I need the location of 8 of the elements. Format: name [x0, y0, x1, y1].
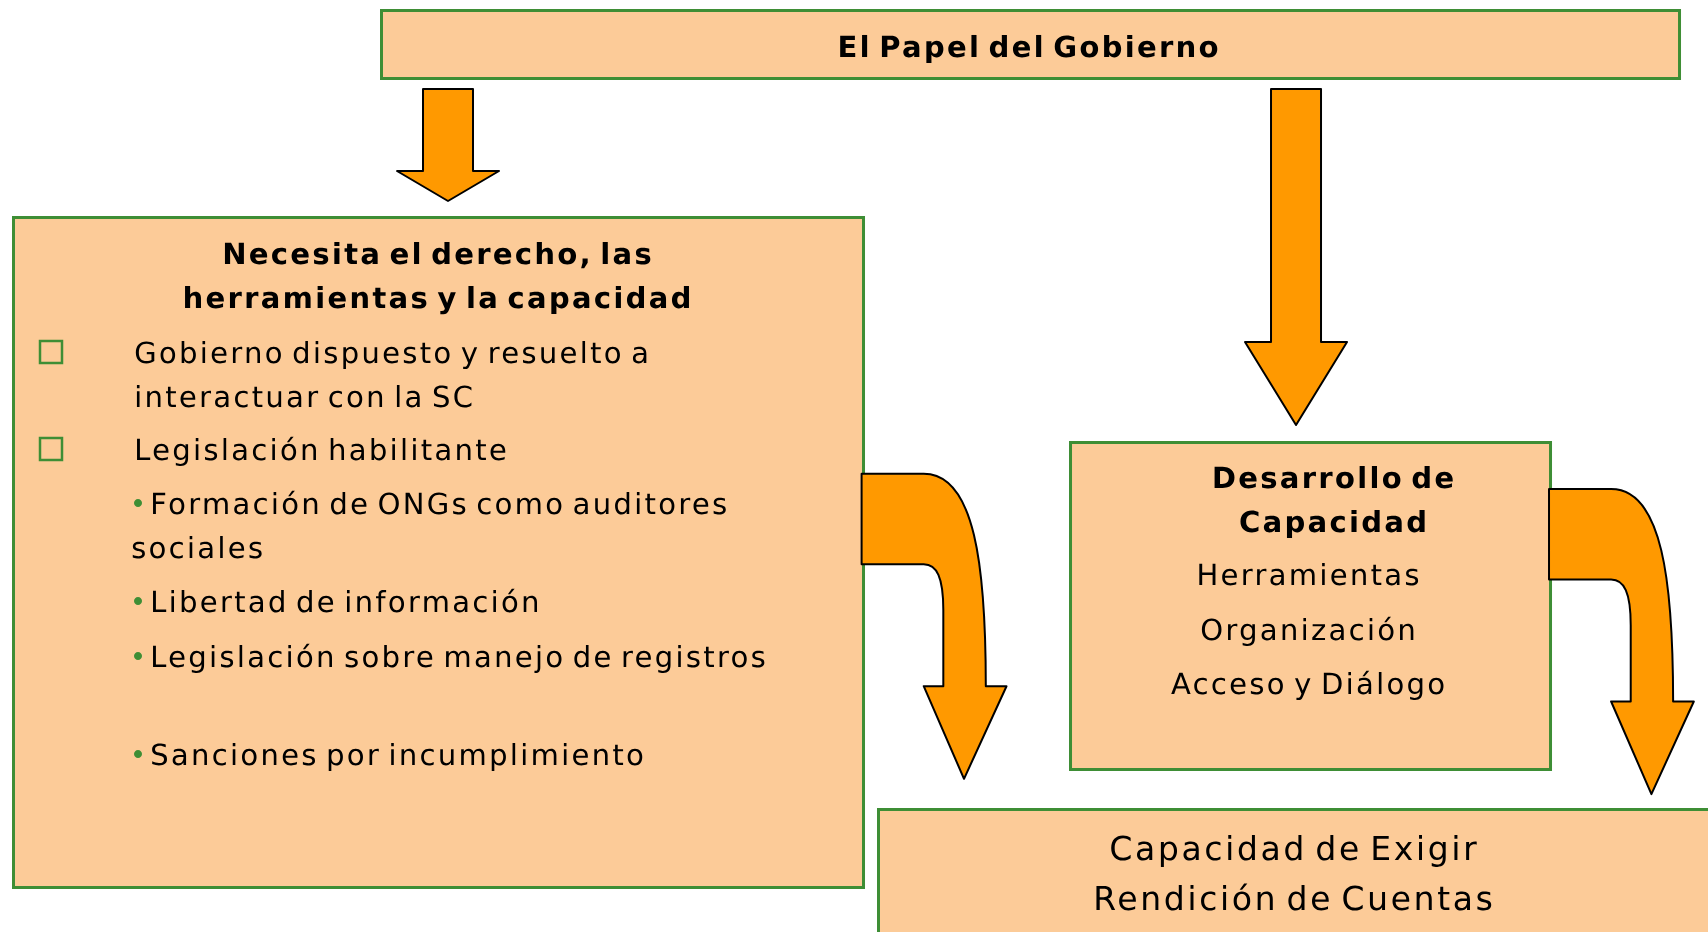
- block-arrow: [860, 472, 1008, 780]
- content-box: Desarrollo de Capacidad Herramientas Organización Acceso y Diálogo: [1069, 441, 1552, 771]
- block-arrow: [1548, 488, 1695, 796]
- content-box: Necesita el derecho, las herramientas y la capacidad Gobierno dispuesto y resuelto a interactuar con la SC Legislación habilitante Formación de ONGs como auditores sociales Libertad de información Legislación sobre manejo de registros Sanciones por incumplimiento: [12, 216, 865, 889]
- result-box: Capacidad de Exigir Rendición de Cuentas: [877, 808, 1708, 932]
- title-box: El Papel del Gobierno: [380, 9, 1681, 80]
- block-arrow: [1244, 88, 1348, 426]
- block-arrow: [396, 88, 500, 202]
